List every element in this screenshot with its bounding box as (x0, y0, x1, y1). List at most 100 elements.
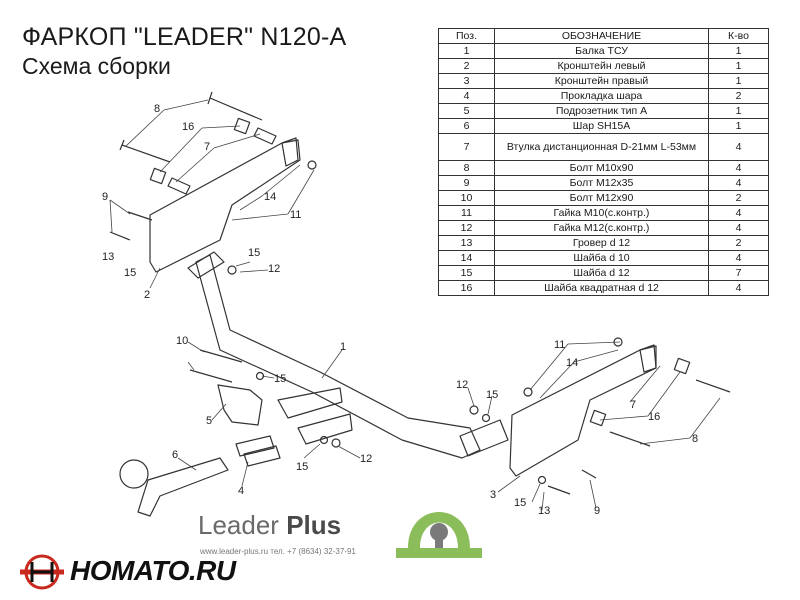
left-bracket-flange (281, 137, 299, 167)
square-washer-icon (589, 409, 607, 427)
cell-name: Подрозетник тип А (494, 103, 709, 119)
leader-plus-logo-icon (396, 512, 482, 558)
square-washer-icon (673, 357, 691, 375)
spacer-icon (253, 127, 277, 145)
callout-label: 6 (172, 449, 178, 461)
callout-label: 12 (268, 263, 280, 275)
beam-end-plate-right (459, 419, 509, 457)
callout-label: 15 (486, 389, 498, 401)
col-header-pos: Поз. (438, 28, 495, 44)
washer-icon (319, 435, 329, 445)
cell-name: Шайба квадратная d 12 (494, 280, 709, 296)
cell-qty: 4 (708, 280, 769, 296)
cell-name: Шар SH15A (494, 118, 709, 134)
washer-icon (537, 475, 547, 485)
bolt-icon (695, 379, 731, 393)
right-bracket-flange (639, 344, 657, 373)
bolt-icon (127, 211, 153, 221)
left-bracket (149, 139, 301, 273)
brand-name-bold: Plus (286, 510, 342, 540)
brand-contacts: www.leader-plus.ru тел. +7 (8634) 32-37-… (200, 547, 356, 556)
callout-label: 16 (648, 411, 660, 423)
callout-label: 8 (154, 103, 160, 115)
bolt-icon (207, 91, 263, 121)
right-bracket (509, 345, 657, 477)
callout-label: 15 (296, 461, 308, 473)
callout-label: 9 (594, 505, 600, 517)
callout-label: 14 (566, 357, 578, 369)
cell-name: Гайка М10(с.контр.) (494, 205, 709, 221)
beam-end-plate-left (187, 251, 225, 279)
callout-label: 13 (102, 251, 114, 263)
callout-label: 12 (360, 453, 372, 465)
callout-label: 7 (204, 141, 210, 153)
nut-icon (307, 160, 317, 170)
callout-label: 7 (630, 399, 636, 411)
bolt-icon (119, 139, 171, 163)
tow-ball-icon (119, 459, 149, 489)
callout-label: 11 (554, 339, 565, 351)
callout-label: 16 (182, 121, 194, 133)
plate-icon (277, 387, 343, 419)
tow-ball-shank (137, 457, 229, 517)
page-subtitle: Схема сборки (22, 53, 171, 79)
square-washer-icon (149, 167, 167, 185)
callout-label: 15 (274, 373, 286, 385)
callout-label: 4 (238, 485, 244, 497)
brand-name: Leader Plus (198, 510, 341, 541)
bolt-icon (199, 349, 243, 363)
shim-icon (243, 445, 281, 467)
nut-icon (523, 387, 533, 397)
square-washer-icon (233, 117, 251, 135)
cell-name: Кронштейн левый (494, 58, 709, 74)
callout-label: 15 (514, 497, 526, 509)
callout-label: 2 (144, 289, 150, 301)
bolt-icon (109, 231, 131, 241)
callout-label: 8 (692, 433, 698, 445)
callout-label: 15 (124, 267, 136, 279)
callout-label: 10 (176, 335, 188, 347)
cell-qty: 4 (708, 133, 769, 161)
callout-label: 12 (456, 379, 468, 391)
cell-pos: 16 (438, 280, 495, 296)
callout-label: 13 (538, 505, 550, 517)
callout-label: 11 (290, 209, 301, 221)
callout-label: 15 (248, 247, 260, 259)
shim-icon (235, 435, 275, 457)
socket-bracket (217, 384, 263, 426)
homato-logo-icon (20, 554, 64, 590)
cell-name: Болт М12х90 (494, 190, 709, 206)
callout-label: 9 (102, 191, 108, 203)
bolt-icon (581, 469, 597, 479)
callout-label: 1 (340, 341, 346, 353)
nut-icon (227, 265, 237, 275)
table-header-row: Поз. ОБОЗНАЧЕНИЕ К-во (438, 28, 769, 44)
washer-icon (481, 413, 491, 423)
watermark-text: HOMATO.RU (70, 555, 236, 586)
leader-lines (109, 99, 721, 511)
plate-icon (297, 413, 353, 445)
page-title: ФАРКОП "LEADER" N120-A (22, 23, 347, 51)
callout-label: 5 (206, 415, 212, 427)
tow-beam (195, 254, 481, 459)
bolt-icon (547, 485, 571, 495)
nut-icon (331, 438, 341, 448)
spacer-icon (167, 177, 191, 195)
nut-icon (469, 405, 479, 415)
callout-label: 14 (264, 191, 276, 203)
bolt-icon (189, 369, 233, 383)
brand-name-light: Leader (198, 510, 279, 540)
cell-name: Гровер d 12 (494, 235, 709, 251)
callout-label: 3 (490, 489, 496, 501)
